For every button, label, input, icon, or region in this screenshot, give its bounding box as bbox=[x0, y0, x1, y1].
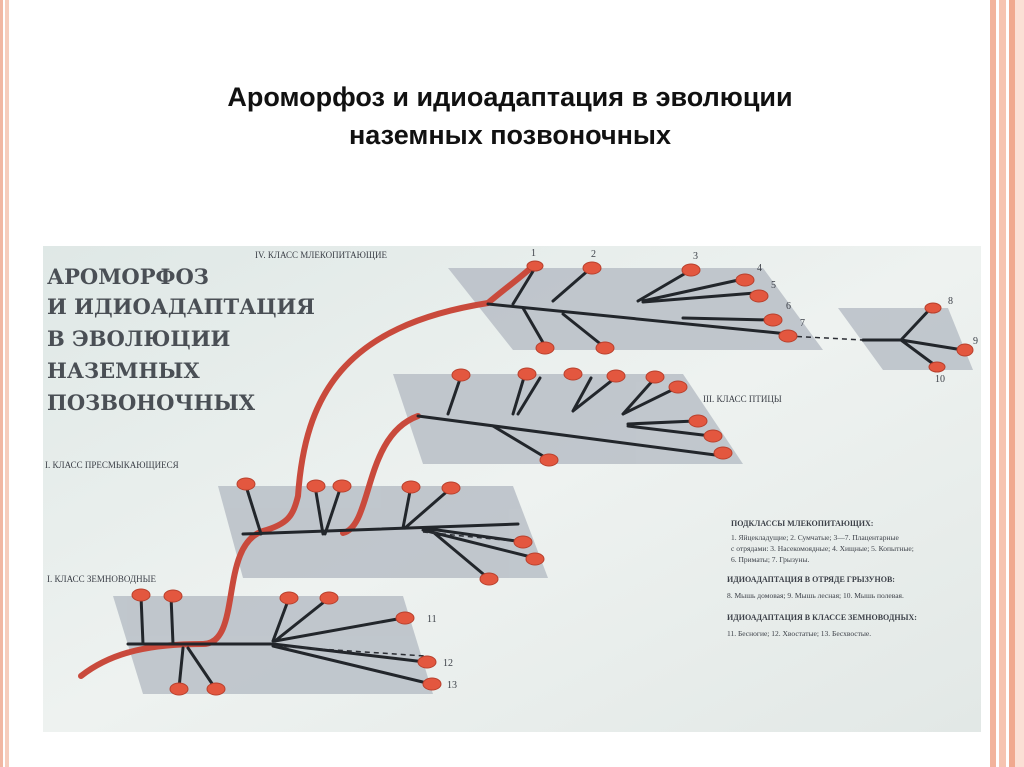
plane-rodents bbox=[838, 308, 973, 370]
label-class-mammals: IV. КЛАСС МЛЕКОПИТАЮЩИЕ bbox=[255, 250, 388, 260]
plane-reptiles bbox=[218, 486, 548, 578]
dot-mammal-2 bbox=[582, 261, 602, 275]
branch-number-2: 2 bbox=[591, 249, 596, 260]
dot-reptile-2 bbox=[306, 479, 326, 493]
dot-amphib-2 bbox=[163, 589, 183, 603]
dot-mammal-7 bbox=[778, 329, 798, 343]
dot-mammal-3 bbox=[681, 263, 701, 277]
branch-number-9: 9 bbox=[973, 336, 978, 347]
poster-legend: ПОДКЛАССЫ МЛЕКОПИТАЮЩИХ: 1. Яйцекладущие… bbox=[727, 519, 917, 638]
dot-bird-9 bbox=[713, 446, 733, 460]
branch-number-13: 13 bbox=[447, 680, 457, 691]
branches-rodents bbox=[861, 306, 965, 368]
legend-amphib-line-1: 11. Бесногие; 12. Хвостатые; 13. Бесхвос… bbox=[727, 629, 871, 638]
legend-subclasses-line-2: с отрядами: 3. Насекомоядные; 4. Хищные;… bbox=[731, 544, 914, 553]
branches-amphibians bbox=[139, 594, 433, 690]
branches-mammals bbox=[511, 266, 773, 348]
dot-bird-2 bbox=[517, 367, 537, 381]
poster-heading-line-1: АРОМОРФОЗ bbox=[47, 264, 209, 289]
dot-mammal-a bbox=[535, 341, 555, 355]
dot-reptile-7 bbox=[525, 552, 545, 566]
branch-mammals-main bbox=[486, 302, 790, 336]
dot-bird-6 bbox=[668, 380, 688, 394]
dot-reptile-5 bbox=[441, 481, 461, 495]
dot-reptile-6 bbox=[513, 535, 533, 549]
right-decorative-stripes bbox=[984, 0, 1024, 767]
plane-mammals bbox=[448, 268, 823, 350]
branch-number-8: 8 bbox=[948, 296, 953, 307]
dot-amphib-13 bbox=[422, 677, 442, 691]
dot-amphib-a bbox=[169, 682, 189, 696]
legend-rodents-title: ИДИОАДАПТАЦИЯ В ОТРЯДЕ ГРЫЗУНОВ: bbox=[727, 575, 895, 584]
dot-bird-8 bbox=[703, 429, 723, 443]
dot-amphib-b bbox=[206, 682, 226, 696]
branch-number-12: 12 bbox=[443, 658, 453, 669]
poster-heading-line-2: И ИДИОАДАПТАЦИЯ bbox=[47, 294, 315, 319]
dot-bird-3 bbox=[563, 367, 583, 381]
dashed-reptiles bbox=[422, 531, 524, 543]
branch-numbers: 1 2 3 4 5 6 7 8 9 10 11 12 13 bbox=[427, 248, 978, 691]
branch-number-6: 6 bbox=[786, 301, 791, 312]
evolution-tree-diagram: 1 2 3 4 5 6 7 8 9 10 11 12 13 АРОМОРФОЗ … bbox=[43, 246, 981, 732]
legend-subclasses-line-3: 6. Приматы; 7. Грызуны. bbox=[731, 555, 810, 564]
dashed-amphibians bbox=[274, 645, 426, 657]
dot-amphib-3 bbox=[279, 591, 299, 605]
dot-reptile-4 bbox=[401, 480, 421, 494]
dot-reptile-8 bbox=[479, 572, 499, 586]
poster-heading-line-3: В ЭВОЛЮЦИИ bbox=[47, 326, 230, 351]
branch-number-5: 5 bbox=[771, 280, 776, 291]
label-class-birds: III. КЛАСС ПТИЦЫ bbox=[703, 394, 782, 404]
dot-mammal-1 bbox=[526, 260, 544, 272]
branches-reptiles bbox=[244, 484, 537, 580]
dot-mammal-4 bbox=[735, 273, 755, 287]
dashed-mammals bbox=[787, 335, 864, 341]
dot-bird-1 bbox=[451, 368, 471, 382]
branch-number-10: 10 bbox=[935, 374, 945, 385]
dot-mammal-b bbox=[595, 341, 615, 355]
dot-mammal-6 bbox=[763, 313, 783, 327]
dot-reptile-3 bbox=[332, 479, 352, 493]
branch-birds-main bbox=[416, 414, 725, 458]
dot-bird-10 bbox=[539, 453, 559, 467]
legend-subclasses-title: ПОДКЛАССЫ МЛЕКОПИТАЮЩИХ: bbox=[731, 519, 873, 528]
dot-reptile-1 bbox=[236, 477, 256, 491]
branch-reptiles-main bbox=[241, 522, 520, 536]
label-class-amphibians: I. КЛАСС ЗЕМНОВОДНЫЕ bbox=[47, 574, 156, 584]
dot-rodent-8 bbox=[924, 302, 942, 314]
dot-bird-4 bbox=[606, 369, 626, 383]
terminal-dots bbox=[131, 260, 974, 696]
legend-amphib-title: ИДИОАДАПТАЦИЯ В КЛАССЕ ЗЕМНОВОДНЫХ: bbox=[727, 613, 917, 622]
slide-title-line-2: наземных позвоночных bbox=[348, 120, 672, 150]
slide-title-line-1: Ароморфоз и идиоадаптация в эволюции bbox=[227, 82, 793, 112]
dot-rodent-10 bbox=[928, 361, 946, 373]
branch-number-7: 7 bbox=[800, 318, 805, 329]
dot-amphib-1 bbox=[131, 588, 151, 602]
poster-heading-line-4: НАЗЕМНЫХ bbox=[47, 358, 200, 383]
branch-number-1: 1 bbox=[531, 248, 536, 259]
poster-heading: АРОМОРФОЗ И ИДИОАДАПТАЦИЯ В ЭВОЛЮЦИИ НАЗ… bbox=[47, 264, 315, 415]
dot-amphib-11 bbox=[395, 611, 415, 625]
class-labels: IV. КЛАСС МЛЕКОПИТАЮЩИЕ III. КЛАСС ПТИЦЫ… bbox=[45, 250, 782, 584]
slide-title: Ароморфоз и идиоадаптация в эволюции наз… bbox=[120, 78, 900, 154]
poster-heading-line-5: ПОЗВОНОЧНЫХ bbox=[47, 390, 256, 415]
label-class-reptiles: I. КЛАСС ПРЕСМЫКАЮЩИЕСЯ bbox=[45, 460, 179, 470]
dot-amphib-4 bbox=[319, 591, 339, 605]
dot-mammal-5 bbox=[749, 289, 769, 303]
branches-birds bbox=[446, 372, 713, 461]
branch-number-11: 11 bbox=[427, 614, 437, 625]
legend-subclasses-line-1: 1. Яйцекладущие; 2. Сумчатые; 3—7. Плаце… bbox=[731, 533, 900, 542]
left-decorative-stripe bbox=[0, 0, 9, 767]
legend-rodents-line-1: 8. Мышь домовая; 9. Мышь лесная; 10. Мыш… bbox=[727, 591, 904, 600]
trunk-to-birds bbox=[340, 413, 421, 536]
dashed-lines bbox=[274, 335, 864, 657]
dot-rodent-9 bbox=[956, 343, 974, 357]
branch-number-3: 3 bbox=[693, 251, 698, 262]
branch-number-4: 4 bbox=[757, 263, 762, 274]
dot-bird-5 bbox=[645, 370, 665, 384]
poster-photo: 1 2 3 4 5 6 7 8 9 10 11 12 13 АРОМОРФОЗ … bbox=[43, 246, 981, 732]
branches bbox=[126, 266, 965, 690]
dot-amphib-12 bbox=[417, 655, 437, 669]
dot-bird-7 bbox=[688, 414, 708, 428]
